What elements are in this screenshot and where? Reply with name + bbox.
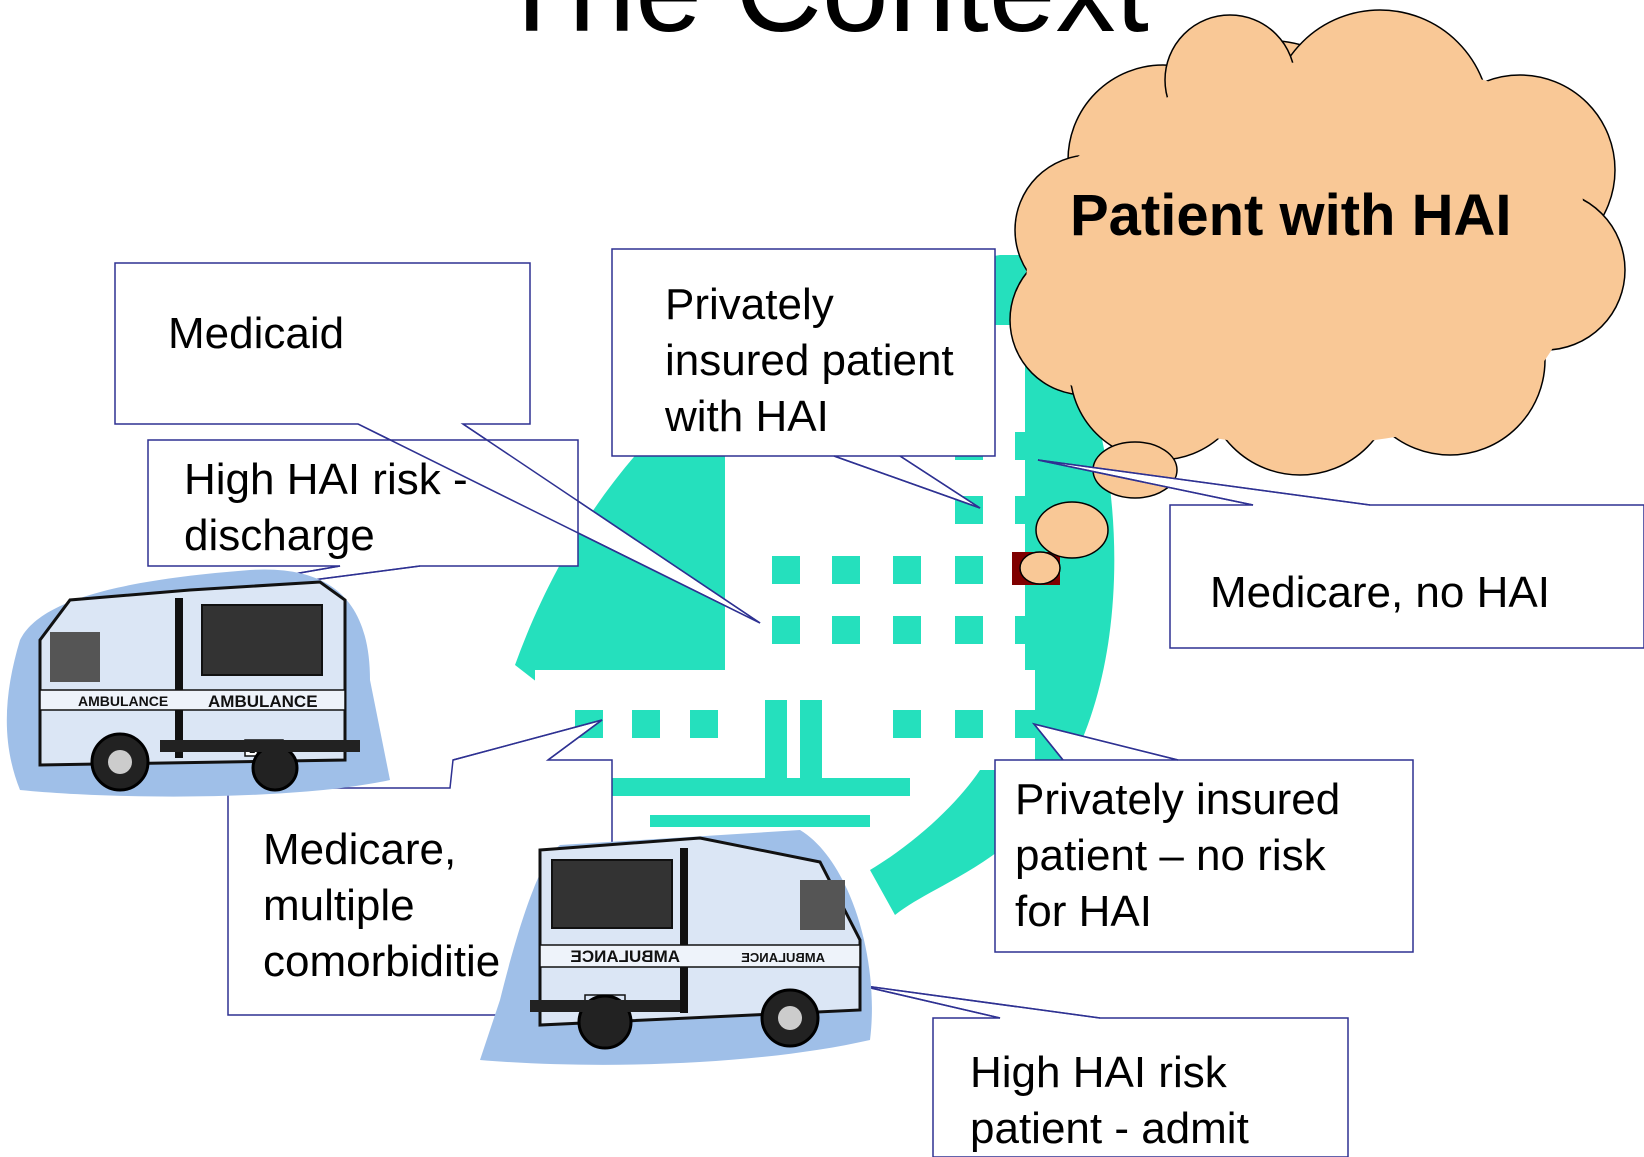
window: [832, 556, 860, 584]
thought-bubble-label: Patient with HAI: [1070, 183, 1512, 248]
ambulance-left-door-seam: [175, 598, 183, 758]
window: [1015, 710, 1043, 738]
window: [893, 556, 921, 584]
ambulance-left-bumper: [160, 740, 360, 752]
ambulance-left-side-label: AMBULANCE: [78, 693, 168, 709]
callout-medicare-multiple: Medicare, multiple comorbiditie: [263, 825, 501, 986]
ambulance-center-hub-front: [778, 1006, 802, 1030]
slide-title: The Context: [0, 0, 1644, 50]
window: [1015, 616, 1043, 644]
ambulance-center-stripe: [539, 944, 861, 968]
ambulance-left-side-window: [50, 632, 100, 682]
window: [955, 616, 983, 644]
door-right: [800, 700, 822, 780]
ambulance-center-bumper: [530, 1000, 680, 1012]
callout-medicaid: Medicaid: [168, 309, 345, 358]
ambulance-center-rear-label: AMBULANCE: [570, 947, 680, 966]
thought-dot-small: [1019, 551, 1061, 585]
ambulance-center-side-window: [800, 880, 845, 930]
ambulance-center-door-seam: [680, 848, 688, 1013]
ambulance-left-hub-front: [108, 750, 132, 774]
callout-high-risk-discharge: High HAI risk - discharge: [184, 455, 468, 560]
door-left: [765, 700, 787, 780]
window: [955, 710, 983, 738]
ambulance-left-rear-label: AMBULANCE: [208, 692, 318, 711]
window: [893, 710, 921, 738]
callout-high-risk-admit: High HAI risk patient - admit: [970, 1048, 1249, 1153]
ambulance-center-side-label: AMBULANCE: [741, 950, 825, 965]
window: [1015, 432, 1043, 460]
callout-private-with-hai: Privately insured patient with HAI: [665, 280, 954, 441]
callout-medicare-no-hai: Medicare, no HAI: [1210, 568, 1550, 617]
ambulance-left: AMBULANCE AMBULANCE 161-11: [6, 569, 390, 797]
ambulance-left-rear-window: [201, 604, 323, 676]
window: [690, 710, 718, 738]
ground-line: [650, 815, 870, 827]
window: [772, 556, 800, 584]
ambulance-left-stripe: [39, 689, 346, 711]
window: [832, 616, 860, 644]
window: [955, 556, 983, 584]
ground-step: [530, 778, 910, 796]
ambulance-left-wheel-rear: [251, 744, 299, 792]
ambulance-center-rear-window: [551, 859, 673, 929]
ambulance-center: AMBULANCE AMBULANCE 161-11: [480, 830, 872, 1065]
callout-private-no-risk: Privately insured patient – no risk for …: [1015, 775, 1341, 936]
thought-cloud: [1009, 9, 1626, 585]
window: [632, 710, 660, 738]
window: [893, 616, 921, 644]
thought-dot-medium: [1035, 501, 1109, 559]
window: [772, 616, 800, 644]
